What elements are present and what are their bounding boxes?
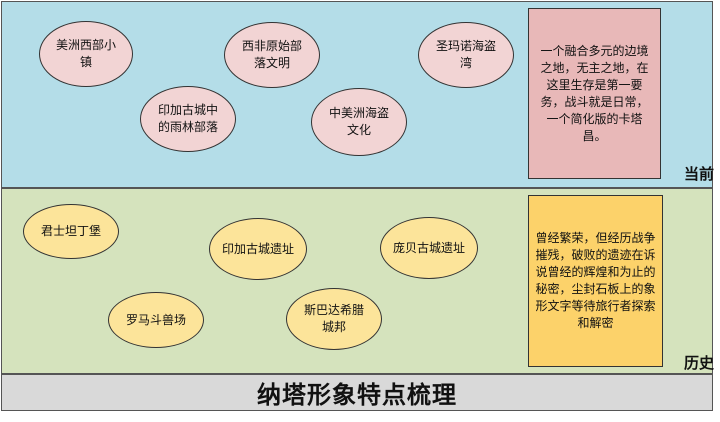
place-bubble-constantinople: 君士坦丁堡	[23, 204, 119, 259]
place-bubble-west-africa-tribe: 西非原始部落文明	[224, 22, 320, 88]
place-label: 美洲西部小镇	[55, 38, 116, 69]
place-label: 印加古城遗址	[222, 241, 295, 256]
place-label: 中美洲海盗文化	[328, 106, 389, 137]
place-label: 君士坦丁堡	[40, 224, 101, 238]
place-label: 印加古城中的雨林部落	[157, 103, 218, 134]
title-band: 纳塔形象特点梳理	[1, 374, 713, 411]
place-label: 斯巴达希腊城邦	[303, 303, 364, 334]
history-label: 历史	[683, 354, 714, 372]
place-bubble-inca-rainforest-tribe: 印加古城中的雨林部落	[140, 86, 236, 152]
place-label: 罗马斗兽场	[125, 312, 186, 327]
place-bubble-sparta: 斯巴达希腊城邦	[286, 288, 382, 350]
diagram-title: 纳塔形象特点梳理	[257, 381, 457, 409]
place-label: 西非原始部落文明	[241, 39, 302, 70]
current-label: 当前	[683, 165, 714, 183]
place-bubble-central-america-pirates: 中美洲海盗文化	[311, 88, 407, 156]
place-bubble-pompeii-ruins: 庞贝古城遗址	[380, 217, 478, 279]
place-label: 圣玛诺海盗湾	[435, 39, 496, 70]
place-label: 庞贝古城遗址	[393, 240, 466, 255]
current-description: 一个融合多元的边境之地，无主之地，在这里生存是第一要务，战斗就是日常，一个简化版…	[540, 43, 649, 143]
place-bubble-colosseum: 罗马斗兽场	[108, 292, 204, 348]
history-description: 曾经繁荣，但经历战争摧残，破败的遗迹在诉说曾经的辉煌和为止的秘密，尘封石板上的象…	[535, 231, 656, 330]
current-description-note: 一个融合多元的边境之地，无主之地，在这里生存是第一要务，战斗就是日常，一个简化版…	[528, 8, 661, 179]
place-bubble-inca-ruins: 印加古城遗址	[209, 218, 307, 280]
place-bubble-american-west-town: 美洲西部小镇	[39, 21, 133, 87]
history-description-note: 曾经繁荣，但经历战争摧残，破败的遗迹在诉说曾经的辉煌和为止的秘密，尘封石板上的象…	[528, 195, 663, 367]
place-bubble-san-mano-pirate-bay: 圣玛诺海盗湾	[418, 22, 514, 88]
